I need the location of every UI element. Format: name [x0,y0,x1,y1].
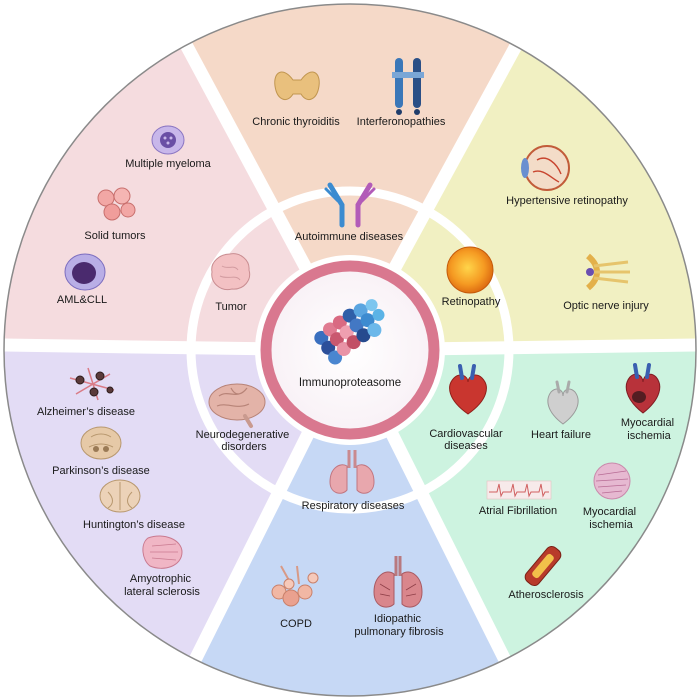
center-label: Immunoproteasome [299,377,401,389]
disease-hypertensive-retinopathy: Hypertensive retinopathy [506,195,628,207]
fibrotic-lungs-icon [373,556,423,608]
sector-autoimmune [162,4,541,350]
leukemia-cell-icon [64,253,106,291]
retina-icon [446,246,494,294]
disease-alzheimers: Alzheimer’s disease [37,406,135,418]
antibody-icon [324,182,376,228]
disease-myocardial-ischemia-2: Myocardial ischemia [583,506,639,531]
category-label-tumor: Tumor [215,301,247,313]
category-label-retinopathy: Retinopathy [442,296,501,308]
disease-myocardial-ischemia-1: Myocardial ischemia [621,417,677,442]
disease-multiple-myeloma: Multiple myeloma [125,158,211,170]
interferon-receptor-icon [392,58,424,115]
disease-optic-nerve-injury: Optic nerve injury [563,300,649,312]
disease-aml-cll: AML&CLL [57,294,107,306]
solid-tumor-icon [97,187,136,221]
disease-interferonopathies: Interferonopathies [357,116,446,128]
nerve-tissue-icon [142,535,183,569]
disease-heart-failure: Heart failure [531,429,591,441]
category-label-autoimmune: Autoimmune diseases [295,231,404,243]
proteasome-icon [314,299,385,365]
neuron-plaques-icon [69,367,115,401]
tumor-icon [211,253,251,291]
inner-divider-ring [186,186,514,514]
category-label-neurodegenerative: Neurodegenerative disorders [196,429,293,453]
disease-ipf: Idiopathic pulmonary fibrosis [354,613,444,638]
outer-outline [3,3,697,697]
lungs-icon [329,450,375,494]
disease-chronic-thyroiditis: Chronic thyroiditis [252,116,340,128]
category-label-respiratory: Respiratory diseases [302,500,405,512]
optic-nerve-icon [585,253,630,291]
myocardial-tissue-icon [593,462,631,500]
disease-huntingtons: Huntington’s disease [83,519,185,531]
disease-copd: COPD [280,618,312,630]
disease-als: Amyotrophic lateral sclerosis [124,573,200,598]
ischemic-heart-icon [625,363,661,414]
ecg-icon [486,480,552,500]
heart-failure-icon [547,380,579,425]
disease-atrial-fibrillation: Atrial Fibrillation [479,505,557,517]
disease-solid-tumors: Solid tumors [84,230,146,242]
myeloma-cell-icon [151,125,185,155]
huntington-brain-icon [99,479,141,513]
eye-icon [521,145,570,191]
brain-section-icon [80,426,122,460]
disease-atherosclerosis: Atherosclerosis [508,589,584,601]
thyroid-icon [274,71,320,101]
heart-icon [449,364,487,415]
alveoli-icon [271,565,319,607]
disease-parkinsons: Parkinson’s disease [52,465,150,477]
brain-icon [208,383,266,428]
sector-respiratory [175,350,525,696]
artery-icon [524,545,562,587]
